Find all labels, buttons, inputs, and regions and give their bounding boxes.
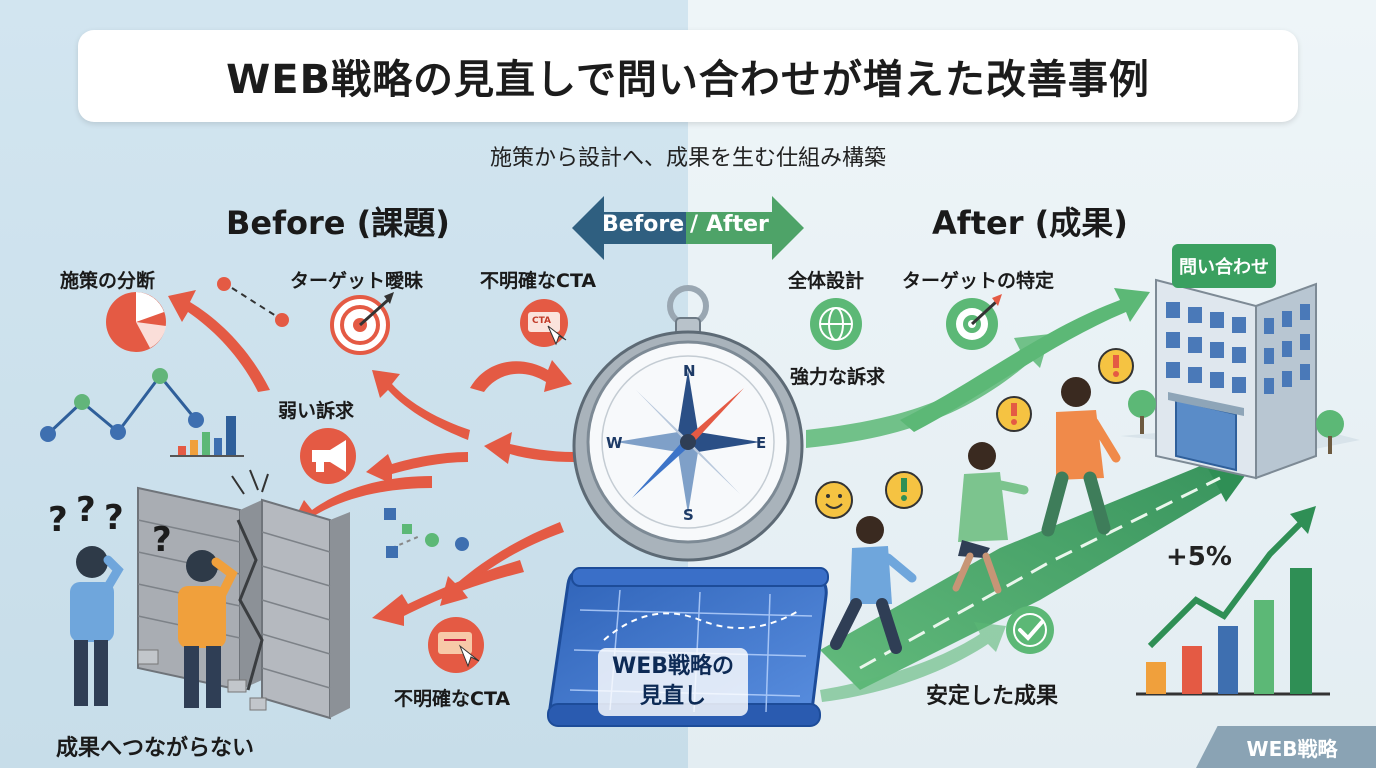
cta-icon-top [520, 299, 568, 347]
office-building [1120, 278, 1360, 480]
label-weak-appeal: 弱い訴求 [278, 400, 355, 422]
smile-bubble-icon [815, 481, 853, 519]
label-no-results: 成果へつながらない [56, 736, 255, 761]
label-unclear-cta-bottom: 不明確なCTA [394, 688, 511, 710]
compass-east: E [756, 434, 767, 452]
before-after-badge [572, 196, 804, 260]
question-mark: ? [48, 500, 68, 540]
label-target-identification: ターゲットの特定 [902, 270, 1055, 292]
badge-before-label: Before [602, 212, 685, 237]
walking-person-1 [830, 516, 917, 654]
blueprint-label-line1: WEB戦略の [611, 654, 735, 679]
exclamation-bubble-icon [885, 471, 923, 509]
dashed-connector [217, 277, 289, 327]
question-mark: ? [152, 520, 172, 560]
label-unclear-cta-top: 不明確なCTA [480, 270, 597, 292]
after-heading: After (成果) [932, 204, 1128, 242]
title-banner: WEB戦略の見直しで問い合わせが増えた改善事例 [78, 30, 1298, 122]
question-mark: ? [104, 498, 124, 538]
megaphone-icon [300, 428, 356, 484]
blueprint-label: WEB戦略の 見直し [598, 648, 748, 716]
badge-after-label: After [706, 212, 769, 237]
scattered-nodes [384, 508, 469, 558]
blueprint-label-line2: 見直し [639, 684, 706, 709]
red-arrows [168, 290, 574, 626]
target-icon-after [946, 294, 1002, 350]
target-icon-before [330, 292, 394, 355]
compass-west: W [606, 434, 623, 452]
walking-person-3 [1041, 377, 1121, 537]
label-overall-design: 全体設計 [788, 270, 865, 292]
bar-chart-icon [170, 416, 244, 457]
compass-south: S [683, 506, 694, 524]
label-strong-appeal: 強力な訴求 [790, 366, 886, 388]
growth-percentage: +5% [1166, 542, 1232, 572]
cta-icon-bottom [428, 617, 484, 673]
confused-person-1 [70, 546, 124, 706]
corner-tag: WEB戦略 [1196, 726, 1376, 768]
pie-chart-icon [106, 292, 166, 352]
brick-wall [137, 469, 350, 720]
compass [572, 285, 804, 562]
label-fragmented-measures: 施策の分断 [60, 270, 156, 292]
growth-road [806, 288, 1252, 702]
check-circle-icon [1006, 606, 1054, 654]
label-stable-results: 安定した成果 [926, 684, 1059, 709]
before-heading: Before (課題) [226, 204, 450, 242]
badge-separator: / [690, 212, 699, 237]
exclamation-bubble-icon [996, 396, 1032, 432]
globe-icon [810, 298, 862, 350]
compass-north: N [683, 362, 696, 380]
walking-person-2 [952, 442, 1029, 594]
line-graph-icon [40, 368, 204, 442]
page-title: WEB戦略の見直しで問い合わせが増えた改善事例 [226, 57, 1150, 103]
building-sign: 問い合わせ [1172, 244, 1276, 288]
cta-icon-text: CTA [532, 316, 552, 326]
growth-bar-chart [1136, 506, 1330, 696]
confused-person-2 [178, 550, 238, 708]
label-vague-target: ターゲット曖昧 [290, 270, 424, 292]
subtitle: 施策から設計へ、成果を生む仕組み構築 [489, 146, 886, 171]
question-mark: ? [76, 490, 96, 530]
exclamation-bubble-icon [1098, 348, 1134, 384]
